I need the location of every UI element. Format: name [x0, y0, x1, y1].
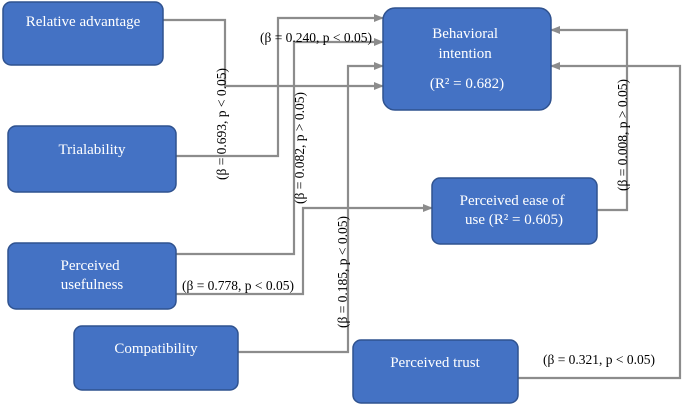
- node-behavioral-intention-line3: (R² = 0.682): [430, 76, 504, 92]
- node-perceived-trust: Perceived trust: [352, 339, 519, 404]
- node-perceived-usefulness-line2: usefulness: [61, 277, 124, 293]
- node-perceived-trust-label: Perceived trust: [390, 355, 480, 371]
- label-trialability-to-intention: (β = 0.240, p < 0.05): [260, 30, 372, 45]
- path-labels: (β = 0.693, p < 0.05) (β = 0.240, p < 0.…: [182, 30, 655, 367]
- node-trialability-label: Trialability: [59, 142, 126, 158]
- svg-text:Trialability: Trialability: [59, 142, 126, 158]
- svg-text:Perceived trust: Perceived trust: [390, 355, 480, 371]
- label-compatibility-to-intention: (β = 0.185, p < 0.05): [335, 216, 350, 328]
- node-trialability: Trialability: [7, 125, 177, 193]
- node-perceived-ease-of-use-line1: Perceived ease of: [460, 193, 565, 209]
- node-perceived-ease-of-use: Perceived ease of use (R² = 0.605): [431, 177, 598, 245]
- label-usefulness-to-ease-of-use: (β = 0.778, p < 0.05): [182, 278, 294, 293]
- label-relative-advantage-to-intention: (β = 0.693, p < 0.05): [214, 68, 229, 180]
- node-compatibility: Compatibility: [73, 325, 239, 391]
- svg-text:Compatibility: Compatibility: [114, 341, 198, 357]
- svg-text:Perceived usefulness: Perceived usefulness: [61, 258, 124, 293]
- label-trust-to-intention: (β = 0.321, p < 0.05): [543, 352, 655, 367]
- node-perceived-usefulness-line1: Perceived: [61, 258, 121, 274]
- node-behavioral-intention: Behavioral intention (R² = 0.682): [382, 7, 552, 111]
- node-behavioral-intention-line2: intention: [438, 46, 492, 62]
- arrow-usefulness-to-intention: [176, 38, 384, 256]
- svg-text:Behavioral intention: Behavioral intention (R² = 0.682): [430, 26, 504, 92]
- arrow-trust-to-intention: [518, 62, 682, 380]
- arrow-trialability-to-intention: [176, 14, 384, 158]
- svg-text:Relative advantage: Relative advantage: [26, 14, 141, 30]
- node-behavioral-intention-line1: Behavioral: [432, 26, 498, 42]
- label-usefulness-to-intention: (β = 0.082, p > 0.05): [292, 92, 307, 204]
- arrow-compatibility-to-intention: [238, 62, 384, 354]
- node-perceived-ease-of-use-line2: use (R² = 0.605): [465, 212, 563, 228]
- svg-text:Perceived ease of use (R: Perceived ease of use (R² = 0.605): [460, 193, 569, 228]
- node-compatibility-label: Compatibility: [114, 341, 198, 357]
- arrow-relative-advantage-to-intention: [163, 18, 384, 90]
- node-relative-advantage-label: Relative advantage: [26, 14, 141, 30]
- node-relative-advantage: Relative advantage: [2, 1, 164, 66]
- label-ease-of-use-to-intention: (β = 0.008, p > 0.05): [615, 79, 630, 191]
- node-perceived-usefulness: Perceived usefulness: [7, 242, 177, 310]
- connectors: [163, 14, 682, 380]
- arrow-ease-of-use-to-intention: [550, 26, 629, 212]
- arrow-usefulness-to-ease-of-use: [176, 204, 433, 296]
